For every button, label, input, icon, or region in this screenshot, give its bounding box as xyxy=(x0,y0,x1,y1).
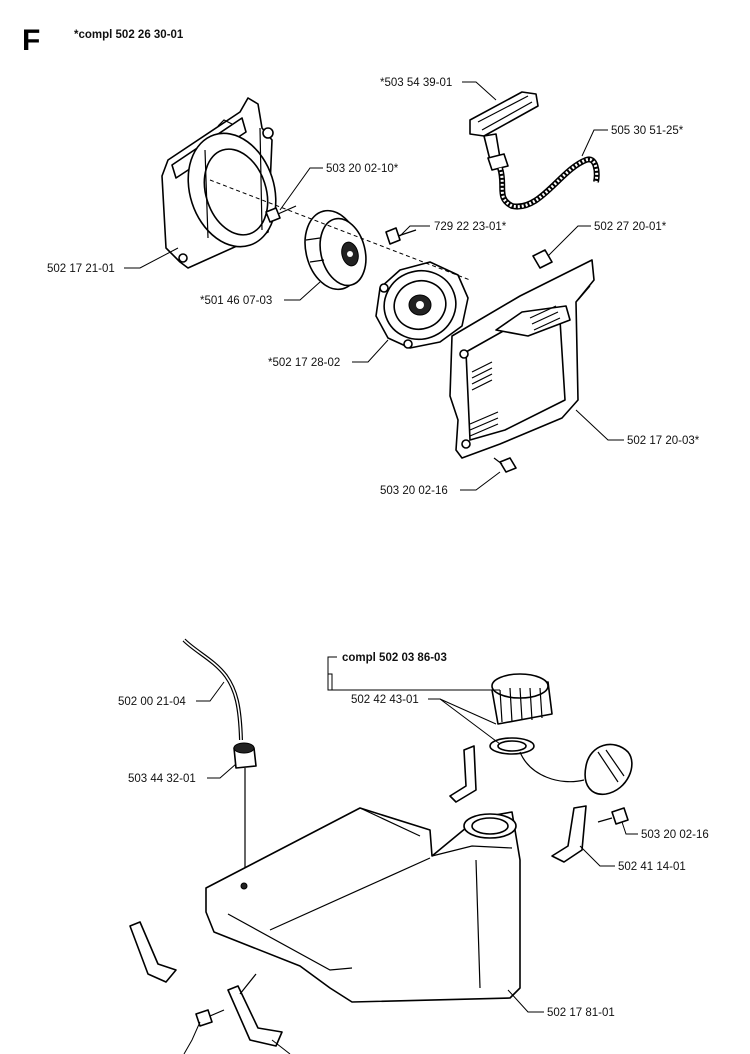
label-clip: 502 27 20-01* xyxy=(594,221,667,233)
starter-rope-part xyxy=(497,156,600,210)
label-filter: 503 44 32-01 xyxy=(128,773,196,785)
label-rope: 505 30 51-25* xyxy=(611,125,684,137)
fuel-tank-part xyxy=(205,807,521,1003)
label-screw-bottom: 503 20 02-16 xyxy=(380,485,448,497)
bracket-right-part xyxy=(551,805,587,863)
clip-part xyxy=(532,249,553,269)
label-screw-mid: 729 22 23-01* xyxy=(434,221,507,233)
label-oring: 502 42 43-01 xyxy=(351,694,419,706)
label-screw-top: 503 20 02-10* xyxy=(326,163,399,175)
fuel-hose-part xyxy=(182,638,243,741)
label-handle: *503 54 39-01 xyxy=(380,77,452,89)
label-bracket: 502 41 14-01 xyxy=(618,861,686,873)
label-screw-right: 503 20 02-16 xyxy=(641,829,709,841)
screw-mid-part xyxy=(385,227,417,245)
bracket-upper-left-part xyxy=(449,745,477,803)
starter-housing-part xyxy=(449,259,595,459)
screw-top-part xyxy=(265,205,297,223)
screw-lower-left-part xyxy=(195,1009,225,1027)
label-flywheel-cover: 502 17 21-01 xyxy=(47,263,115,275)
filter-part xyxy=(233,742,257,880)
section-letter: F xyxy=(22,24,40,57)
screw-bottom-part xyxy=(493,457,517,473)
label-starter-housing: 502 17 20-03* xyxy=(627,435,700,447)
assembly-title: *compl 502 26 30-01 xyxy=(74,29,184,41)
lower-leader-lines xyxy=(183,656,638,1054)
upper-leader-lines xyxy=(124,81,624,491)
label-fuel-tank: 502 17 81-01 xyxy=(547,1007,615,1019)
bracket-bottom-part xyxy=(227,973,283,1047)
spring-cassette-part xyxy=(375,261,469,349)
label-spring-cassette: *502 17 28-02 xyxy=(268,357,340,369)
bracket-lower-left-part xyxy=(129,921,177,983)
label-pulley: *501 46 07-03 xyxy=(200,295,272,307)
label-tank-cap-assembly: compl 502 03 86-03 xyxy=(342,652,447,664)
handle-part xyxy=(469,91,539,171)
tank-cap-part xyxy=(489,673,633,795)
screw-right-part xyxy=(597,807,629,825)
flywheel-cover-part xyxy=(161,97,277,269)
label-fuel-hose: 502 00 21-04 xyxy=(118,696,186,708)
